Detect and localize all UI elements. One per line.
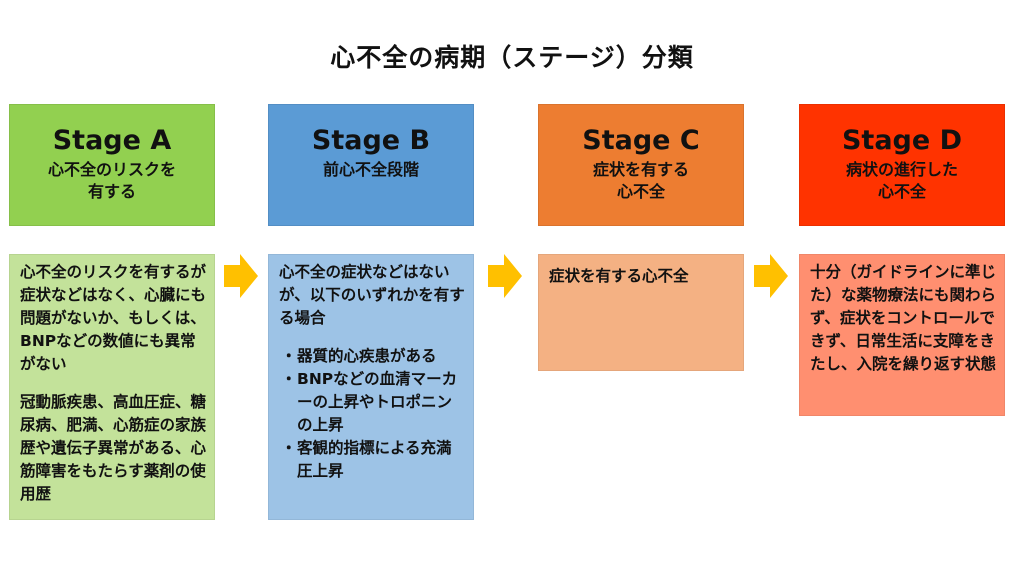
stage-b-header: Stage B 前心不全段階 [268,104,474,226]
bullet-mark: ・ [281,370,297,388]
stage-d-subtitle-line-1: 病状の進行した [845,160,958,179]
stage-c-description: 症状を有する心不全 [538,254,744,371]
paragraph-gap [20,376,206,391]
bullet-mark: ・ [281,347,297,365]
stage-c-subtitle-line-2: 心不全 [616,182,665,201]
stage-d-description-text: 十分（ガイドラインに準じた）な薬物療法にも関わらず、症状をコントロールできず、日… [810,263,997,373]
bullet-text: 客観的指標による充満圧上昇 [297,439,452,480]
stage-a-paragraph-2: 冠動脈疾患、高血圧症、糖尿病、肥満、心筋症の家族歴や遺伝子異常がある、心筋障害を… [20,393,207,503]
arrow-right-icon [488,254,522,298]
stage-d-name: Stage D [841,125,963,156]
stage-b-subtitle: 前心不全段階 [269,159,473,181]
stage-a-subtitle-line-1: 心不全のリスクを [47,160,176,179]
stage-b-name: Stage B [311,125,431,156]
stage-c-name: Stage C [582,125,700,156]
stage-c-subtitle-line-1: 症状を有する [592,160,689,179]
stage-a-name: Stage A [52,125,172,156]
list-item: ・BNPなどの血清マーカーの上昇やトロポニンの上昇 [279,368,465,437]
bullet-mark: ・ [281,439,297,457]
stage-a-header: Stage A 心不全のリスクを 有する [9,104,215,226]
stage-c-header: Stage C 症状を有する 心不全 [538,104,744,226]
stage-a-subtitle: 心不全のリスクを 有する [10,159,214,203]
bullet-text: 器質的心疾患がある [297,347,437,365]
arrow-right-icon [224,254,258,298]
stage-d-subtitle: 病状の進行した 心不全 [800,159,1004,203]
stage-a-description: 心不全のリスクを有するが症状などはなく、心臓にも問題がないか、もしくは、BNPな… [9,254,215,520]
stage-a-paragraph-1: 心不全のリスクを有するが症状などはなく、心臓にも問題がないか、もしくは、BNPな… [20,263,207,373]
arrow-right-icon [754,254,788,298]
bullet-text: BNPなどの血清マーカーの上昇やトロポニンの上昇 [297,370,458,434]
stage-a-subtitle-line-2: 有する [87,182,136,201]
list-item: ・客観的指標による充満圧上昇 [279,437,465,483]
stage-b-description: 心不全の症状などはないが、以下のいずれかを有する場合 ・器質的心疾患がある ・B… [268,254,474,520]
stage-b-intro: 心不全の症状などはないが、以下のいずれかを有する場合 [279,263,465,327]
stage-b-subtitle-line-1: 前心不全段階 [322,160,419,179]
page-title: 心不全の病期（ステージ）分類 [330,43,694,72]
stage-d-description: 十分（ガイドラインに準じた）な薬物療法にも関わらず、症状をコントロールできず、日… [799,254,1005,416]
stage-c-description-text: 症状を有する心不全 [549,267,689,285]
list-item: ・器質的心疾患がある [279,345,465,368]
stage-b-bullet-list: ・器質的心疾患がある ・BNPなどの血清マーカーの上昇やトロポニンの上昇 ・客観… [279,345,465,483]
stage-c-subtitle: 症状を有する 心不全 [539,159,743,203]
stage-d-header: Stage D 病状の進行した 心不全 [799,104,1005,226]
stage-d-subtitle-line-2: 心不全 [877,182,926,201]
paragraph-gap [279,330,465,345]
